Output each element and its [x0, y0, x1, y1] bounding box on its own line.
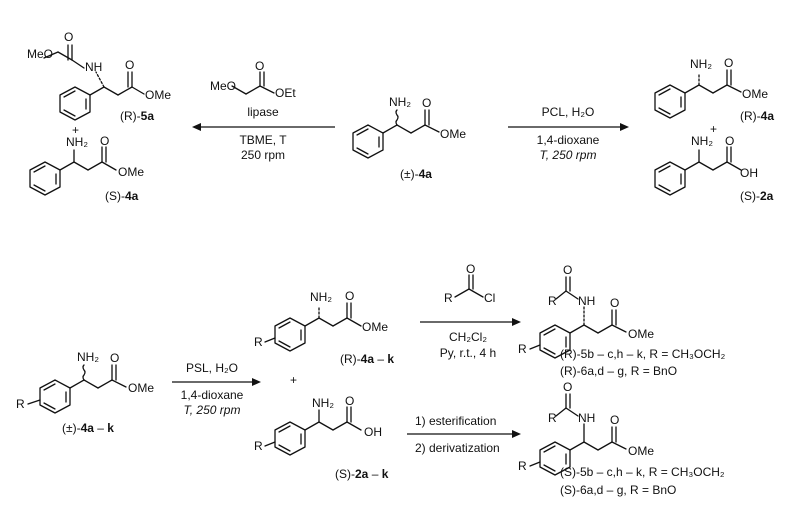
r4ak-r-label: R [254, 335, 263, 349]
s4a-ome-label: OMe [118, 165, 144, 179]
acylation-condition-2: Py, r.t., 4 h [440, 346, 496, 360]
compound-r-5a: MeO NH O O OMe (R)-5a [27, 30, 171, 123]
rac4a-carbonyl-o: O [422, 96, 431, 110]
compound-r-4a-k: R NH₂ O OMe (R)-4a – k [254, 289, 394, 366]
s2ak-oh-label: OH [364, 425, 382, 439]
rac4a-ome-label: OMe [440, 127, 466, 141]
compound-s-2a: NH₂ O OH (S)-2a [654, 134, 774, 203]
r5a-carbonyl-o: O [64, 30, 73, 44]
ramide-line-2: (R)-6a,d – g, R = BnO [560, 364, 677, 378]
pcl-arrow [508, 123, 629, 131]
bottom-plus: + [290, 373, 297, 387]
start-compound-label: (±)-4a – k [62, 421, 114, 435]
compound-s-amides: R O NH O OMe R (S)-5b – c,h – k, R = CH₃… [518, 380, 725, 497]
s2ak-nh2-label: NH₂ [312, 396, 334, 410]
reagent-carbonyl-o: O [255, 59, 264, 73]
start-r-label: R [16, 397, 25, 411]
samide-line-2: (S)-6a,d – g, R = BnO [560, 483, 676, 497]
acylation-condition-1: CH₂Cl₂ [449, 330, 487, 344]
r4ak-carbonyl-o: O [345, 289, 354, 303]
ramide-nh-label: NH [578, 294, 595, 308]
samide-r-label: R [548, 411, 557, 425]
s4a-nh2-label: NH₂ [66, 135, 88, 149]
s2a-oh-label: OH [740, 166, 758, 180]
right-condition-1: PCL, H₂O [542, 105, 595, 119]
compound-r-amides: R O NH O OMe R (R)-5b – c,h – k, R = CH₃… [518, 263, 726, 378]
r4ak-ome-label: OMe [362, 320, 388, 334]
r4a-ome-label: OMe [742, 87, 768, 101]
compound-s-4a-left: NH₂ O OMe (S)-4a [29, 134, 144, 203]
r5a-ome-label: OMe [145, 88, 171, 102]
start-nh2-label: NH₂ [77, 350, 99, 364]
reagent-meo-label: MeO [210, 79, 236, 93]
r4a-carbonyl-o: O [724, 56, 733, 70]
rac4a-nh2-label: NH₂ [389, 95, 411, 109]
samide-line-1: (S)-5b – c,h – k, R = CH₃OCH₂ [560, 465, 725, 479]
r4ak-nh2-label: NH₂ [310, 290, 332, 304]
compound-r-4a: NH₂ O OMe (R)-4a [654, 56, 774, 123]
r4a-nh2-label: NH₂ [690, 57, 712, 71]
r5a-compound-label: (R)-5a [120, 109, 154, 123]
samide-ester-o: O [610, 413, 619, 427]
samide-carbonyl-o: O [563, 380, 572, 394]
acyl-r-label: R [444, 291, 453, 305]
psl-condition-3: T, 250 rpm [184, 403, 241, 417]
r5a-nh-label: NH [85, 60, 102, 74]
s2a-carbonyl-o: O [725, 134, 734, 148]
r5a-ester-o: O [125, 58, 134, 72]
r5a-meo-label: MeO [27, 47, 53, 61]
r4a-compound-label: (R)-4a [740, 109, 774, 123]
samide-ome-label: OMe [628, 444, 654, 458]
ramide-line-1: (R)-5b – c,h – k, R = CH₃OCH₂ [560, 347, 726, 361]
lipase-arrow [192, 123, 335, 131]
ramide-ar-r-label: R [518, 342, 527, 356]
acylation-arrow [420, 318, 521, 326]
psl-condition-1: PSL, H₂O [186, 361, 238, 375]
reagent-oet-label: OEt [275, 86, 296, 100]
s2a-compound-label: (S)-2a [740, 189, 774, 203]
esterification-step-1: 1) esterification [415, 414, 496, 428]
acyl-chloride-reagent: R O Cl [444, 262, 495, 305]
esterification-step-2: 2) derivatization [415, 441, 500, 455]
right-condition-3: T, 250 rpm [540, 148, 597, 162]
s2a-nh2-label: NH₂ [691, 134, 713, 148]
s4a-compound-label: (S)-4a [105, 189, 139, 203]
left-condition-1: lipase [247, 105, 279, 119]
s2ak-compound-label: (S)-2a – k [335, 467, 389, 481]
ethyl-methoxyacetate-reagent: MeO O OEt [210, 59, 296, 100]
acyl-carbonyl-o: O [466, 262, 475, 276]
left-condition-3: 250 rpm [241, 148, 285, 162]
start-carbonyl-o: O [110, 351, 119, 365]
compound-rac-4a: NH₂ O OMe (±)-4a [352, 95, 466, 181]
top-left-plus: + [72, 123, 79, 137]
psl-arrow [172, 378, 261, 386]
s2ak-carbonyl-o: O [345, 394, 354, 408]
acyl-cl-label: Cl [484, 291, 495, 305]
rac4a-compound-label: (±)-4a [400, 167, 432, 181]
psl-condition-2: 1,4-dioxane [181, 388, 244, 402]
samide-nh-label: NH [578, 411, 595, 425]
samide-ar-r-label: R [518, 459, 527, 473]
compound-s-2a-k: R NH₂ O OH (S)-2a – k [254, 394, 389, 481]
ramide-carbonyl-o: O [563, 263, 572, 277]
ramide-ester-o: O [610, 296, 619, 310]
top-right-plus: + [710, 122, 717, 136]
ramide-r-label: R [548, 294, 557, 308]
start-ome-label: OMe [128, 381, 154, 395]
left-condition-2: TBME, T [239, 133, 287, 147]
right-condition-2: 1,4-dioxane [537, 133, 600, 147]
esterification-arrow [407, 430, 521, 438]
compound-rac-4a-k: R NH₂ O OMe (±)-4a – k [16, 350, 154, 435]
ramide-ome-label: OMe [628, 327, 654, 341]
s4a-carbonyl-o: O [100, 134, 109, 148]
r4ak-compound-label: (R)-4a – k [340, 352, 394, 366]
s2ak-r-label: R [254, 439, 263, 453]
